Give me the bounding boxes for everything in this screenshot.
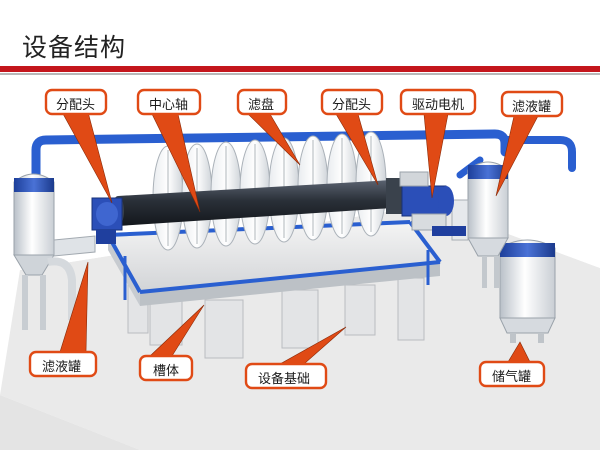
gas-storage-tank bbox=[499, 239, 556, 343]
callout-pointers bbox=[59, 111, 539, 365]
box-filtrate-tank-right bbox=[500, 90, 564, 118]
title-underline-shadow bbox=[0, 73, 600, 75]
callout-boxes bbox=[28, 88, 564, 390]
box-filter-disc bbox=[236, 88, 288, 116]
box-trough bbox=[138, 354, 194, 382]
box-drive-motor bbox=[399, 88, 477, 116]
drive-assembly bbox=[386, 171, 466, 236]
left-filtrate-tank bbox=[13, 173, 96, 330]
box-distributor-right bbox=[320, 88, 384, 116]
box-foundation bbox=[244, 362, 328, 390]
box-filtrate-tank-left bbox=[28, 350, 98, 378]
box-center-shaft bbox=[136, 88, 202, 116]
left-distributor-head bbox=[91, 197, 123, 244]
page-title: 设备结构 bbox=[22, 33, 127, 62]
box-distributor-left bbox=[44, 88, 108, 116]
title-underline bbox=[0, 66, 600, 72]
box-gas-tank bbox=[478, 360, 546, 388]
